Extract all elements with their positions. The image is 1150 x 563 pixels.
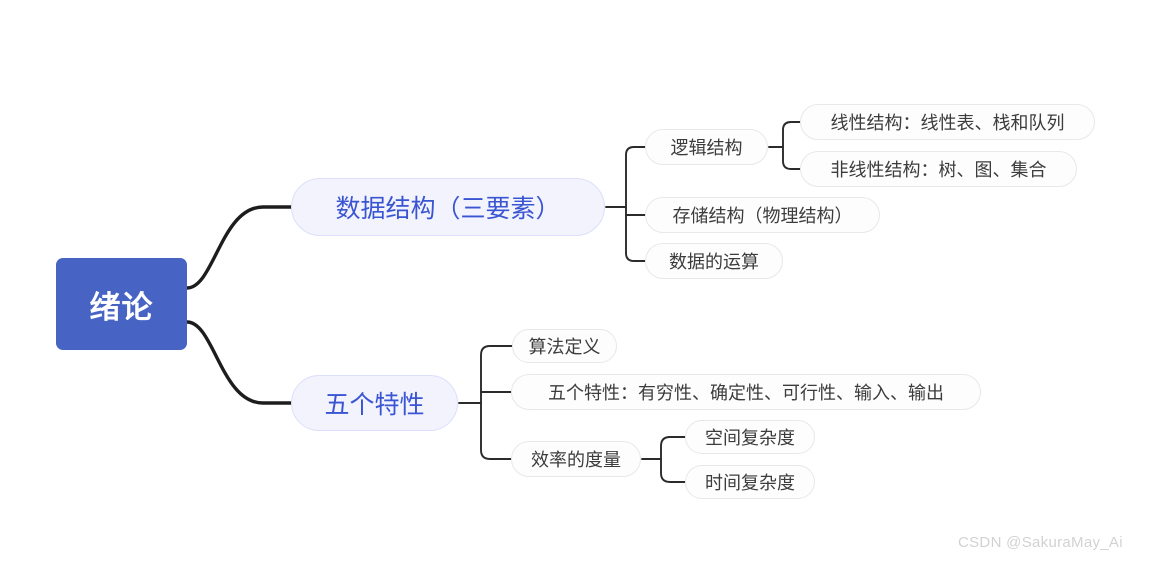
node-label: 算法定义 (528, 337, 601, 357)
node-label: 非线性结构：树、图、集合 (830, 160, 1047, 180)
branch-node-five-features[interactable]: 五个特性 (291, 375, 458, 431)
node-five-characteristics-detail[interactable]: 五个特性：有穷性、确定性、可行性、输入、输出 (511, 374, 981, 410)
watermark-label: CSDN @SakuraMay_Ai (958, 534, 1123, 551)
branch-node-data-structure[interactable]: 数据结构（三要素） (291, 178, 605, 236)
node-label: 效率的度量 (531, 450, 621, 470)
node-label: 存储结构（物理结构） (672, 206, 853, 226)
node-efficiency-measure[interactable]: 效率的度量 (511, 441, 641, 477)
branch-node-label: 五个特性 (324, 391, 425, 419)
node-label: 逻辑结构 (670, 138, 743, 158)
edge-root-to-data-structure (185, 205, 294, 290)
branch-node-label: 数据结构（三要素） (335, 195, 561, 223)
edge-group-data-structure-children (605, 146, 646, 262)
mindmap-root-node[interactable]: 绪论 (56, 258, 187, 350)
node-label: 空间复杂度 (705, 428, 795, 448)
node-time-complexity[interactable]: 时间复杂度 (685, 465, 815, 499)
node-label: 五个特性：有穷性、确定性、可行性、输入、输出 (548, 383, 944, 403)
node-algorithm-definition[interactable]: 算法定义 (512, 329, 617, 363)
node-space-complexity[interactable]: 空间复杂度 (685, 420, 815, 454)
node-label: 线性结构：线性表、栈和队列 (830, 113, 1065, 133)
node-label: 数据的运算 (669, 252, 759, 272)
edge-group-efficiency-children (641, 436, 686, 483)
edge-root-to-five-features (185, 320, 294, 405)
node-logical-structure[interactable]: 逻辑结构 (645, 129, 768, 165)
node-data-operations[interactable]: 数据的运算 (645, 243, 783, 279)
node-storage-structure[interactable]: 存储结构（物理结构） (645, 197, 880, 233)
edge-group-five-features-children (458, 345, 513, 460)
root-node-label: 绪论 (89, 289, 154, 325)
node-linear-structure[interactable]: 线性结构：线性表、栈和队列 (800, 104, 1095, 140)
node-label: 时间复杂度 (705, 473, 795, 493)
node-nonlinear-structure[interactable]: 非线性结构：树、图、集合 (800, 151, 1077, 187)
edge-group-logical-structure-children (768, 121, 801, 170)
